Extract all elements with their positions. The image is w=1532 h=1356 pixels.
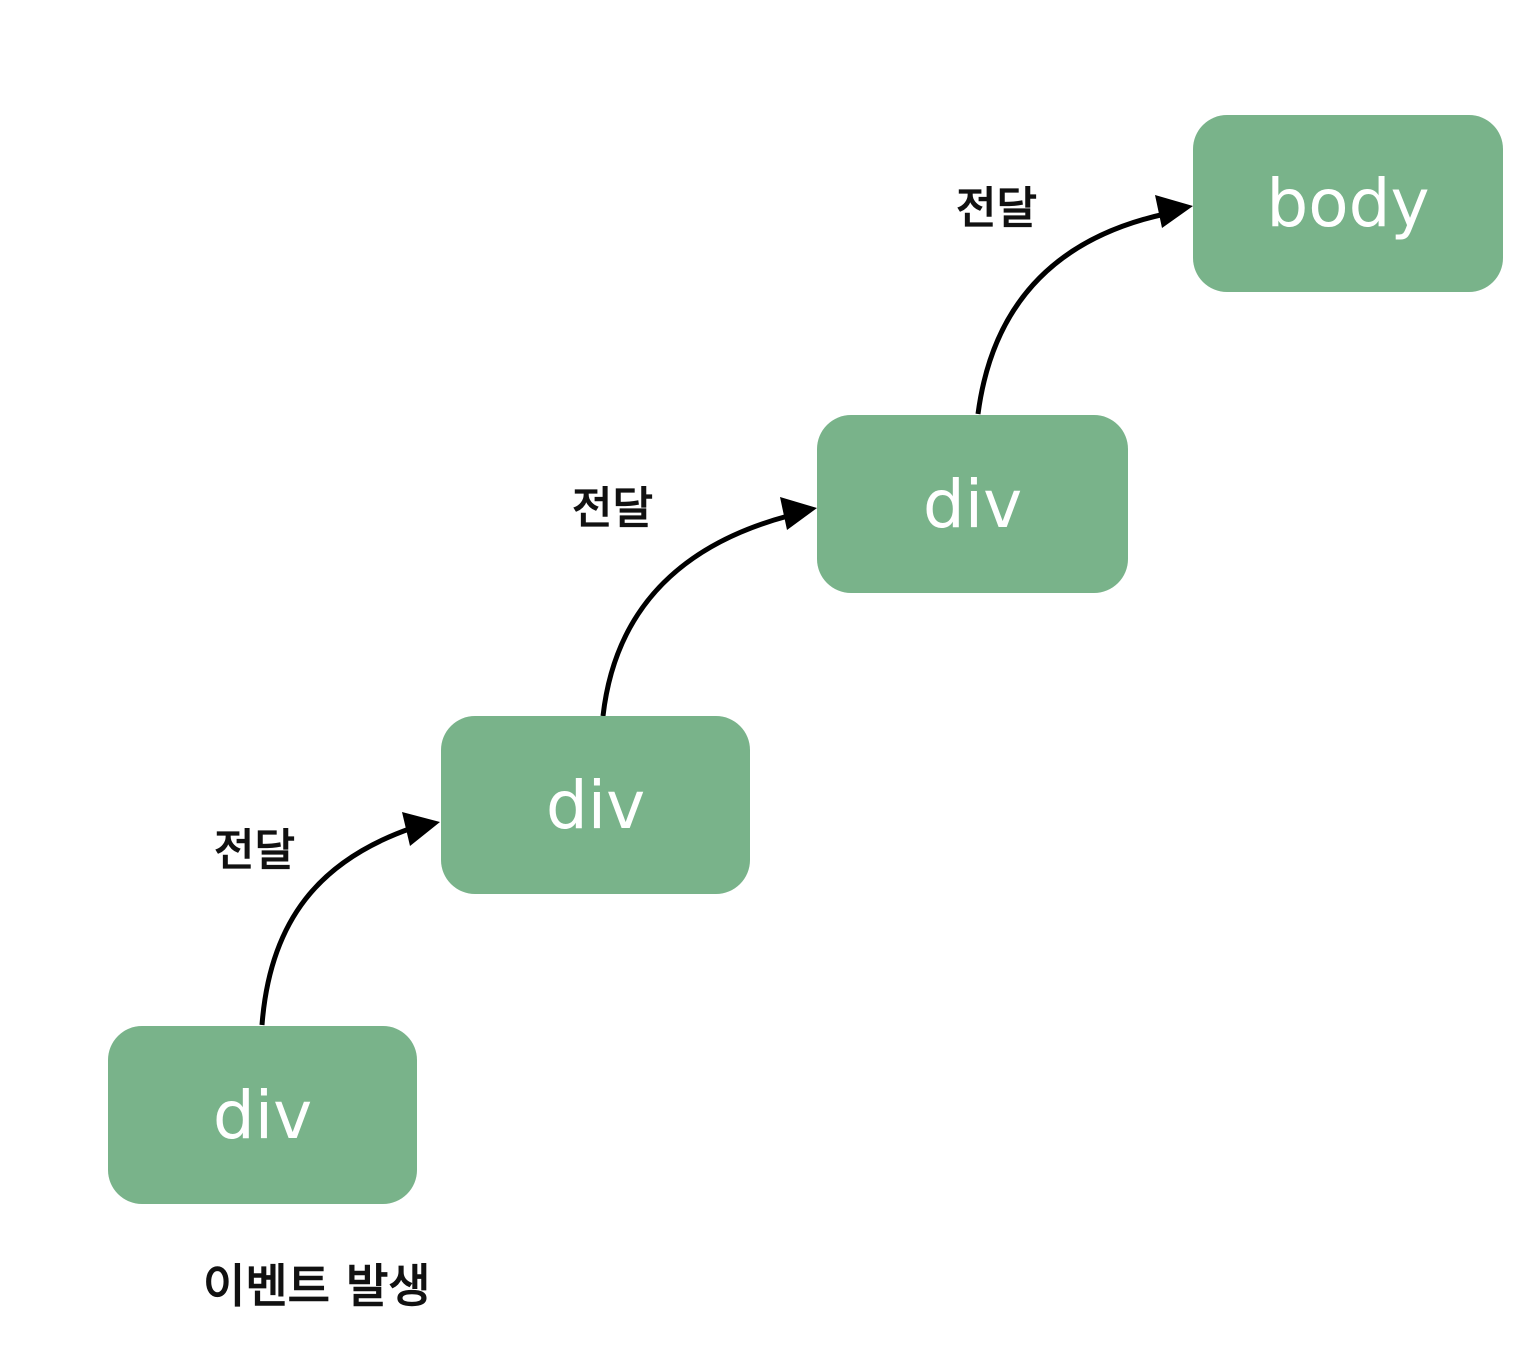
node-label: body [1266,165,1430,242]
arrowhead-3 [1155,195,1193,228]
node-div-1: div [108,1026,417,1204]
edge-label-2: 전달 [572,483,653,534]
edge-label-3: 전달 [956,183,1037,234]
arrowhead-2 [780,497,817,530]
node-label: div [545,766,646,844]
arrowhead-1 [402,812,440,846]
node-div-3: div [817,415,1128,593]
edge-arrow-1 [259,825,413,1026]
node-div-2: div [441,716,750,894]
edge-label-1: 전달 [214,825,295,876]
edge-arrow-2 [600,513,789,717]
node-label: div [212,1076,313,1154]
event-origin-caption: 이벤트 발생 [203,1259,431,1313]
edge-arrow-3 [975,211,1166,415]
node-body: body [1193,115,1503,292]
node-label: div [922,465,1023,543]
